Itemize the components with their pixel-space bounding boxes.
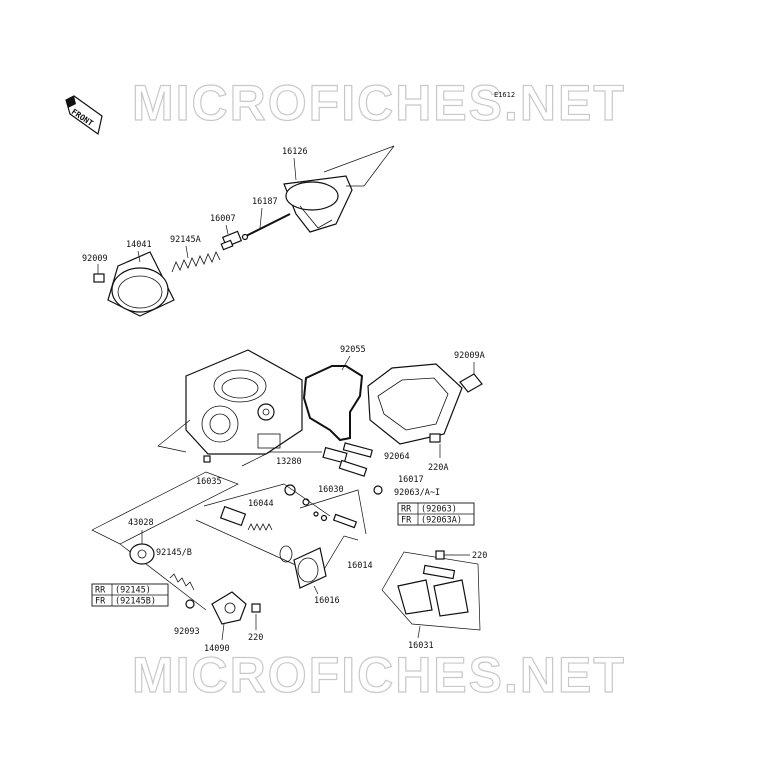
needle-holder-16007 [220, 230, 243, 251]
jet-92063 [373, 485, 383, 495]
label-16187: 16187 [252, 197, 278, 207]
jet-92064 [342, 442, 373, 458]
plug-220A [429, 433, 441, 458]
spring-92145A [171, 251, 221, 273]
pilot-assembly [219, 505, 327, 589]
diagram-code: E1612 [494, 91, 515, 99]
jet-16017 [338, 459, 368, 477]
oring-92093 [185, 599, 195, 609]
diaphragm-43028 [129, 543, 155, 565]
screw-220b [251, 603, 261, 613]
jet-16044 [302, 498, 310, 506]
jet-16014 [313, 511, 358, 529]
diaphragm-16126 [283, 145, 395, 233]
table-right: RR (92063) FR (92063A) [397, 502, 475, 526]
label-92145B: 92145/B [156, 548, 192, 558]
label-16126: 16126 [282, 147, 308, 157]
label-16014: 16014 [347, 561, 373, 571]
label-16017: 16017 [398, 475, 424, 485]
label-16030: 16030 [318, 485, 344, 495]
label-14090: 14090 [204, 644, 230, 654]
gasket-92055 [302, 365, 364, 442]
screw-92009A [459, 362, 483, 393]
label-14041: 14041 [126, 240, 152, 250]
table-left-part-0: (92145) [115, 586, 151, 596]
label-16016: 16016 [314, 596, 340, 606]
cover-14041 [107, 251, 175, 317]
watermark-top: MICROFICHES.NET [131, 75, 626, 131]
label-16031: 16031 [408, 641, 434, 651]
table-left-region-0: RR [95, 586, 106, 596]
label-92063AI: 92063/A~I [394, 488, 440, 498]
label-92009: 92009 [82, 254, 108, 264]
label-220A: 220A [428, 463, 448, 473]
float-bowl [367, 363, 463, 445]
jet-needle-16187 [241, 213, 291, 241]
label-13280: 13280 [276, 457, 302, 467]
float-16031 [381, 551, 481, 631]
table-left-part-1: (92145B) [115, 597, 156, 607]
table-right-part-1: (92063A) [421, 516, 462, 526]
label-92093: 92093 [174, 627, 200, 637]
label-92064: 92064 [384, 452, 410, 462]
label-92055: 92055 [340, 345, 366, 355]
spring-92145B [169, 573, 195, 591]
table-left-region-1: FR [95, 597, 106, 607]
carburetor-body [157, 349, 303, 455]
front-arrow-icon: FRONT [65, 95, 103, 136]
plug-16035 [203, 455, 211, 463]
label-16035: 16035 [196, 477, 222, 487]
cover-14090 [211, 591, 247, 625]
label-220-lower: 220 [248, 633, 263, 643]
table-right-region-1: FR [401, 516, 412, 526]
watermark-bottom: MICROFICHES.NET [131, 647, 626, 703]
table-left: RR (92145) FR (92145B) [91, 583, 169, 607]
label-16007: 16007 [210, 214, 236, 224]
label-92009A: 92009A [454, 351, 485, 361]
jet-16030 [284, 484, 296, 496]
label-43028: 43028 [128, 518, 154, 528]
label-220-right: 220 [472, 551, 487, 561]
table-right-part-0: (92063) [421, 505, 457, 515]
table-right-region-0: RR [401, 505, 412, 515]
screw-92009 [93, 264, 105, 283]
label-16044: 16044 [248, 499, 274, 509]
screw-220c [435, 550, 470, 560]
jet-13280 [322, 446, 348, 464]
label-92145A: 92145A [170, 235, 201, 245]
